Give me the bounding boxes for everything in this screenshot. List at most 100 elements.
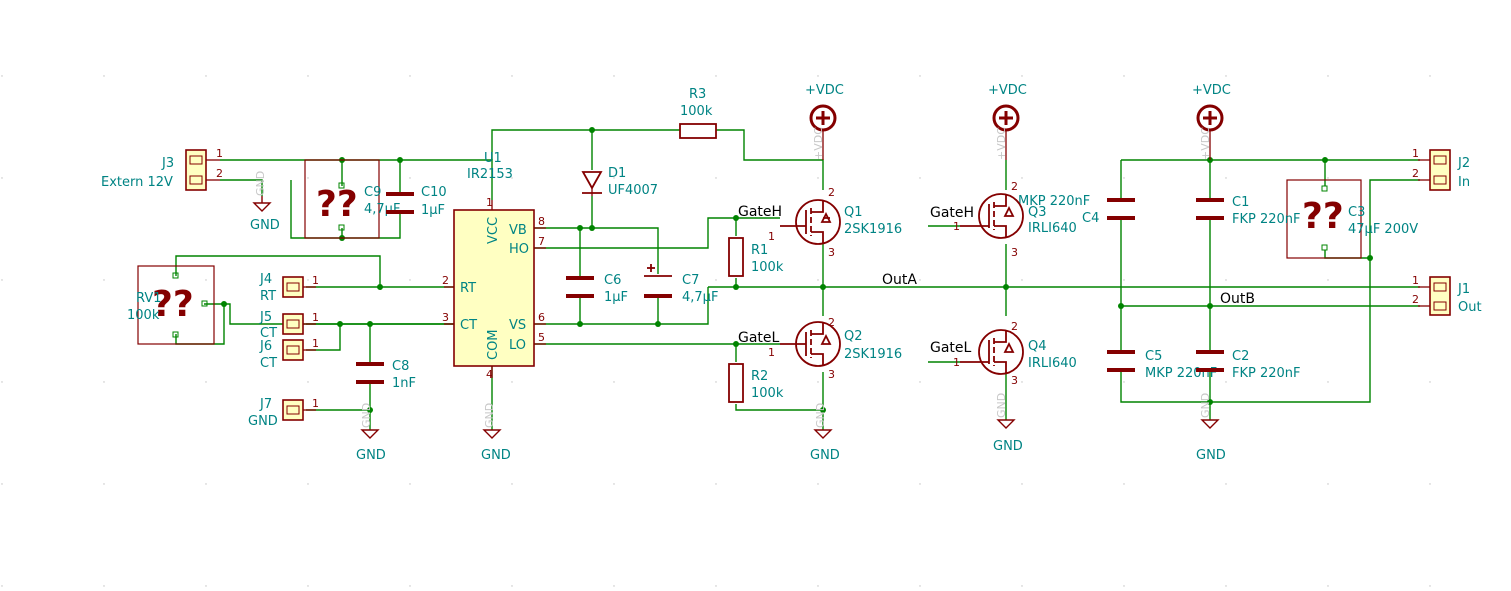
- grid-dot: [1123, 279, 1125, 281]
- r3-value: 100k: [680, 104, 713, 119]
- grid-dot: [409, 75, 411, 77]
- grid-dot: [307, 279, 309, 281]
- q4-pin-s: 3: [1011, 374, 1018, 387]
- j7-ref: J7: [259, 397, 272, 412]
- capacitor-c10[interactable]: C10 1µF: [386, 185, 447, 218]
- u1-pinnum-rt: 2: [442, 274, 449, 287]
- grid-dot: [103, 585, 105, 587]
- capacitor-c8[interactable]: C8 1nF: [356, 359, 416, 391]
- grid-dot: [817, 585, 819, 587]
- grid-dot: [1327, 177, 1329, 179]
- connector-j5[interactable]: 1 J5 CT: [259, 310, 319, 341]
- gnd-label-j3: GND: [250, 218, 280, 233]
- u1-ic[interactable]: U1 IR2153 VCC VB HO RT CT VS LO COM 1 8 …: [442, 151, 546, 381]
- capacitor-c7[interactable]: C7 4,7µF: [644, 264, 718, 305]
- grid-dot: [103, 279, 105, 281]
- capacitor-c2[interactable]: C2 FKP 220nF: [1196, 349, 1301, 381]
- gnd-symbol-c2: GND GND: [1196, 393, 1226, 463]
- j5-value: CT: [260, 326, 277, 341]
- connector-j4[interactable]: 1 J4 RT: [259, 272, 319, 304]
- gnd-pin-u1: GND: [483, 403, 496, 428]
- vdc-label-2: +VDC: [988, 83, 1027, 98]
- resistor-r1[interactable]: R1 100k: [728, 237, 784, 277]
- grid-dot: [1021, 177, 1023, 179]
- vdc-symbol-3: +VDC +VDC: [1192, 83, 1231, 160]
- mosfet-q2[interactable]: 2 3 1 Q2 2SK1916: [768, 316, 902, 381]
- grid-dot: [205, 75, 207, 77]
- c10-value: 1µF: [421, 203, 445, 218]
- grid-dot: [715, 279, 717, 281]
- q2-pin-d: 2: [828, 316, 835, 329]
- grid-dot: [1123, 75, 1125, 77]
- mosfet-q4[interactable]: 2 3 1 Q4 IRLI640: [953, 320, 1077, 387]
- vdc-label-1: +VDC: [805, 83, 844, 98]
- q1-value: 2SK1916: [844, 222, 902, 237]
- u1-pin-vcc: VCC: [486, 217, 501, 244]
- j1-pin2: 2: [1412, 293, 1419, 306]
- rv1-value: 100k: [127, 308, 160, 323]
- j4-pin1: 1: [312, 274, 319, 287]
- grid-dot: [205, 483, 207, 485]
- u1-pinnum-ct: 3: [442, 311, 449, 324]
- j6-pin1: 1: [312, 337, 319, 350]
- grid-dot: [1, 381, 3, 383]
- c4-value: MKP 220nF: [1018, 194, 1090, 209]
- rv1-unknown-symbol: ??: [152, 284, 194, 325]
- q3-value: IRLI640: [1028, 221, 1077, 236]
- net-label-gatel-q4: GateL: [930, 340, 972, 356]
- grid-dot: [409, 177, 411, 179]
- q2-pin-g: 1: [768, 346, 775, 359]
- grid-dot: [1, 279, 3, 281]
- u1-pinnum-vs: 6: [538, 311, 545, 324]
- connector-j2[interactable]: 1 2 J2 In: [1412, 147, 1470, 191]
- capacitor-c6[interactable]: C6 1µF: [566, 273, 628, 305]
- grid-dot: [307, 177, 309, 179]
- c2-ref: C2: [1232, 349, 1249, 364]
- grid-dot: [1, 483, 3, 485]
- grid-dot: [817, 279, 819, 281]
- resistor-r2[interactable]: R2 100k: [728, 363, 784, 403]
- grid-dot: [1429, 75, 1431, 77]
- mosfet-q3[interactable]: 2 3 1 Q3 IRLI640: [953, 180, 1077, 259]
- grid-dot: [919, 381, 921, 383]
- capacitor-c1[interactable]: C1 FKP 220nF: [1196, 195, 1301, 227]
- grid-dot: [1021, 381, 1023, 383]
- mosfet-q1[interactable]: 2 3 1 Q1 2SK1916: [768, 186, 902, 259]
- vdc-pin-1: +VDC: [812, 127, 825, 160]
- j1-pin1: 1: [1412, 274, 1419, 287]
- q1-ref: Q1: [844, 205, 863, 220]
- grid-dot: [1225, 585, 1227, 587]
- gnd-pin-q4: GND: [995, 393, 1008, 418]
- u1-pinnum-ho: 7: [538, 235, 545, 248]
- u1-pin-rt: RT: [460, 281, 476, 296]
- connector-j6[interactable]: 1 J6 CT: [259, 337, 319, 371]
- resistor-r3[interactable]: R3 100k: [679, 87, 717, 139]
- capacitor-c3[interactable]: ?? C3 47µF 200V: [1286, 179, 1418, 259]
- capacitor-c9[interactable]: ?? C9 4,7µF: [304, 159, 400, 239]
- diode-d1[interactable]: D1 UF4007: [581, 166, 658, 198]
- grid-dot: [409, 381, 411, 383]
- j7-pin1: 1: [312, 397, 319, 410]
- capacitor-c4[interactable]: C4 MKP 220nF: [1018, 194, 1135, 226]
- net-labels: GateH GateL GateH GateL OutA OutB: [738, 204, 1255, 356]
- grid-dot: [307, 483, 309, 485]
- u1-pin-vb: VB: [509, 223, 527, 238]
- grid-dot: [1327, 585, 1329, 587]
- grid-dot: [1327, 381, 1329, 383]
- connector-j1[interactable]: 1 2 J1 Out: [1412, 274, 1482, 316]
- q4-ref: Q4: [1028, 339, 1047, 354]
- net-label-outa: OutA: [882, 272, 917, 288]
- connector-j7[interactable]: 1 J7 GND: [248, 397, 319, 429]
- grid-dot: [103, 381, 105, 383]
- grid-dot: [1, 75, 3, 77]
- j2-value: In: [1458, 175, 1470, 190]
- c3-unknown-symbol: ??: [1302, 196, 1344, 237]
- j3-pin2: 2: [216, 167, 223, 180]
- grid-dot: [1225, 483, 1227, 485]
- connector-j3[interactable]: 1 2 J3 Extern 12V: [101, 147, 223, 191]
- grid-dot: [715, 177, 717, 179]
- potentiometer-rv1[interactable]: ?? RV1 100k: [127, 265, 215, 345]
- j5-pin1: 1: [312, 311, 319, 324]
- j3-value: Extern 12V: [101, 175, 173, 190]
- grid-dot: [919, 75, 921, 77]
